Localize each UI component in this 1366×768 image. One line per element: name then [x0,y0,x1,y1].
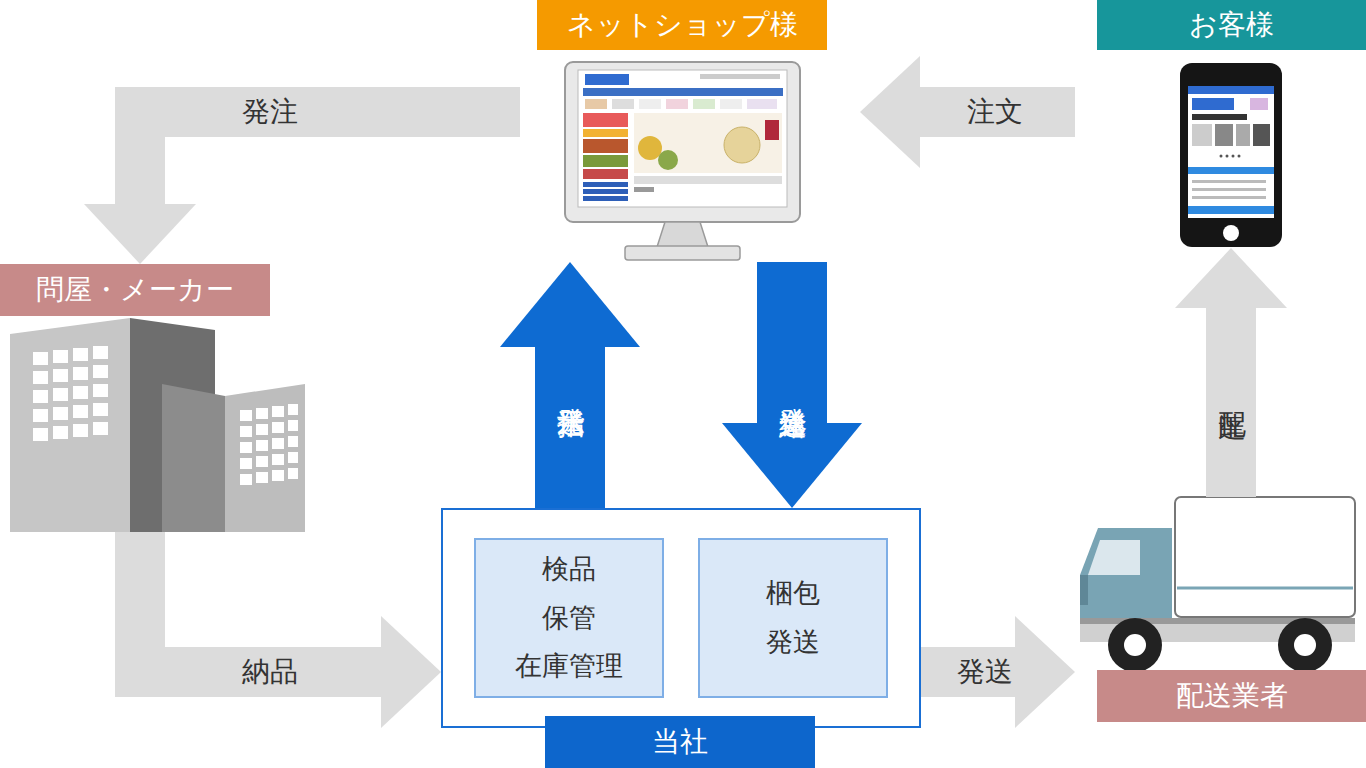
band-label: 問屋・メーカー [36,273,234,307]
actor-group: 配送業者 [1075,497,1366,722]
flow-arrow [140,532,441,728]
band-label: ネットショップ様 [567,8,798,42]
truck-illustration [1080,497,1355,672]
arrow-head [381,616,441,728]
band-label: 配送業者 [1176,679,1288,713]
arrow-shaft [535,346,605,508]
flow-arrow [84,112,520,264]
arrow-head [1175,248,1287,308]
flow-arrow [722,262,862,508]
arrow-head [84,204,196,264]
flow-arrow [500,262,640,508]
arrow-head [722,423,862,508]
box-label: 検品 保管 在庫管理 [513,545,625,691]
band-label: お客様 [1189,8,1274,42]
flow-arrow [860,56,1075,168]
box-label: 梱包 発送 [761,569,826,666]
flow-arrow [921,616,1075,728]
arrow-shaft [140,532,382,672]
label-band: 問屋・メーカー [0,264,270,316]
building-illustration [10,318,305,532]
arrow-shaft [919,87,1075,137]
monitor-stand [625,222,740,260]
arrow-shaft [757,262,827,424]
actor-group: 問屋・メーカー [0,264,305,532]
monitor-illustration [565,62,800,222]
actor-group: お客様 [1075,0,1366,248]
label-band: ネットショップ様 [537,0,827,50]
label-band: 配送業者 [1097,670,1366,722]
label-band: お客様 [1097,0,1366,50]
band-label: 当社 [652,725,708,759]
arrow-shaft [921,647,1016,697]
actor-group: ネットショップ様 [520,0,860,262]
process-box: 梱包 発送 [698,538,888,698]
flow-arrow [1175,248,1287,497]
smartphone-illustration [1180,63,1282,247]
process-box: 検品 保管 在庫管理 [474,538,664,698]
label-band: 当社 [545,716,815,768]
arrow-head [500,262,640,347]
arrow-head [860,56,920,168]
company-frame: 検品 保管 在庫管理梱包 発送当社 [441,508,921,728]
arrow-shaft [1206,307,1256,497]
arrow-head [1015,616,1075,728]
arrow-shaft [140,112,520,205]
